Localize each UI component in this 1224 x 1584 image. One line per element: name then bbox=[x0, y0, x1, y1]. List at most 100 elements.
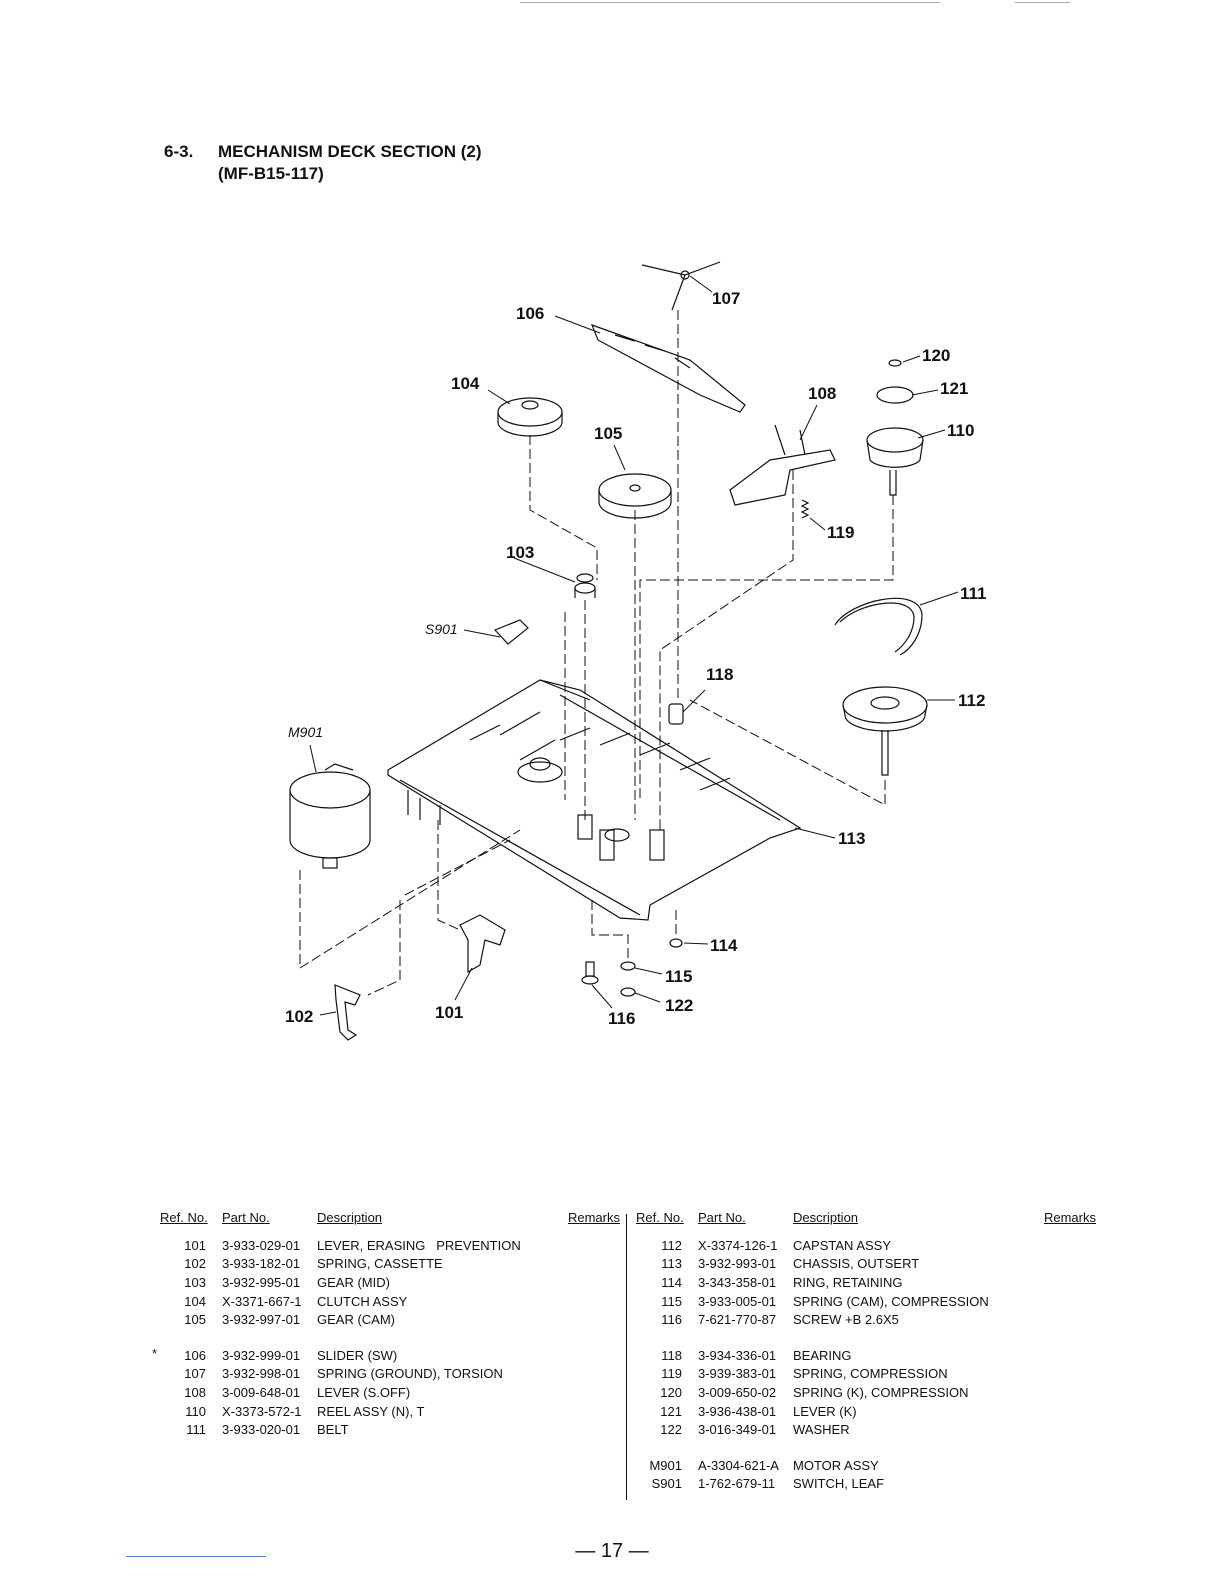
ref-value: 101 bbox=[184, 1237, 206, 1253]
gear-mid-103 bbox=[574, 573, 596, 598]
ref-value: 121 bbox=[660, 1403, 682, 1419]
section-number: 6-3. bbox=[164, 142, 194, 161]
ref-no: 107 bbox=[160, 1366, 222, 1381]
page-number: — 17 — bbox=[575, 1540, 649, 1562]
callout-122: 122 bbox=[665, 996, 693, 1015]
callout-116: 116 bbox=[608, 1009, 635, 1028]
callout-103: 103 bbox=[506, 543, 534, 562]
part-no: 3-932-995-01 bbox=[222, 1274, 301, 1290]
section-heading: 6-3.MECHANISM DECK SECTION (2) (MF-B15-1… bbox=[164, 141, 482, 185]
part-no: X-3374-126-1 bbox=[698, 1237, 778, 1253]
switch-s901 bbox=[493, 619, 529, 645]
callout-112: 112 bbox=[958, 691, 985, 710]
table-header: Ref. No. Part No. Description Remarks bbox=[636, 1210, 1096, 1236]
chassis-outsert bbox=[387, 679, 802, 921]
part-no: 3-016-349-01 bbox=[698, 1422, 777, 1438]
callout-105: 105 bbox=[594, 424, 622, 443]
callout-121: 121 bbox=[940, 379, 968, 398]
ref-value: 107 bbox=[184, 1366, 206, 1382]
part-no: 3-009-648-01 bbox=[222, 1384, 301, 1400]
part-no: 3-932-999-01 bbox=[222, 1347, 301, 1363]
description: SPRING, CASSETTE bbox=[317, 1256, 443, 1272]
ref-no: 111 bbox=[160, 1422, 222, 1437]
callout-120: 120 bbox=[922, 346, 950, 365]
ref-value: 104 bbox=[184, 1293, 206, 1309]
ref-no: M901 bbox=[636, 1458, 698, 1473]
callout-115: 115 bbox=[665, 967, 692, 986]
ref-value: 119 bbox=[661, 1366, 682, 1382]
reel-assy-110 bbox=[866, 359, 924, 496]
description: LEVER (S.OFF) bbox=[317, 1384, 411, 1400]
description: BELT bbox=[317, 1422, 349, 1438]
left-group-1: 101 3-933-029-01 LEVER, ERASING PREVENTION… bbox=[160, 1236, 620, 1329]
description: CHASSIS, OUTSERT bbox=[793, 1256, 920, 1272]
description: BEARING bbox=[793, 1347, 852, 1363]
ref-value: 105 bbox=[184, 1312, 206, 1328]
table-row: 101 3-933-029-01 LEVER, ERASING PREVENTION bbox=[160, 1236, 620, 1255]
ref-value: 106 bbox=[184, 1347, 206, 1363]
description: LEVER, ERASING PREVENTION bbox=[317, 1237, 521, 1253]
ref-value: M901 bbox=[649, 1457, 682, 1473]
description: GEAR (MID) bbox=[317, 1274, 390, 1290]
callout-106: 106 bbox=[516, 304, 544, 323]
callout-108: 108 bbox=[808, 384, 836, 403]
description: CLUTCH ASSY bbox=[317, 1293, 408, 1309]
description: SWITCH, LEAF bbox=[793, 1476, 885, 1492]
description: RING, RETAINING bbox=[793, 1274, 903, 1290]
part-no: 7-621-770-87 bbox=[698, 1312, 777, 1328]
bearing-118 bbox=[668, 703, 684, 725]
lever-101 bbox=[459, 914, 506, 974]
callout-114: 114 bbox=[710, 936, 738, 955]
callout-119: 119 bbox=[827, 523, 854, 542]
header-ref: Ref. No. bbox=[160, 1210, 208, 1225]
header-remarks: Remarks bbox=[1043, 1210, 1096, 1225]
ref-no: 118 bbox=[636, 1348, 698, 1363]
header-desc: Description bbox=[793, 1210, 859, 1225]
ref-no: *106 bbox=[152, 1346, 222, 1363]
header-desc: Description bbox=[317, 1210, 383, 1225]
header-part: Part No. bbox=[222, 1210, 270, 1225]
belt-111 bbox=[834, 597, 923, 656]
ref-no: 115 bbox=[636, 1294, 698, 1309]
part-no: A-3304-621-A bbox=[698, 1457, 779, 1473]
part-no: 3-933-029-01 bbox=[222, 1237, 301, 1253]
description: SPRING (CAM), COMPRESSION bbox=[793, 1293, 989, 1309]
parts-table-right: Ref. No. Part No. Description Remarks 11… bbox=[636, 1210, 1096, 1493]
header-remarks: Remarks bbox=[567, 1210, 620, 1225]
spring-107 bbox=[641, 261, 721, 311]
ref-no: 120 bbox=[636, 1385, 698, 1400]
part-no: 3-933-182-01 bbox=[222, 1256, 301, 1272]
ref-value: 120 bbox=[660, 1384, 682, 1400]
ref-value: 111 bbox=[186, 1422, 206, 1438]
exploded-view-diagram: 106 107 104 105 108 120 121 110 119 103 … bbox=[285, 261, 987, 1041]
header-part: Part No. bbox=[698, 1210, 746, 1225]
ref-no: 119 bbox=[636, 1366, 698, 1381]
ref-no: 121 bbox=[636, 1404, 698, 1419]
header-ref: Ref. No. bbox=[636, 1210, 684, 1225]
part-no: X-3373-572-1 bbox=[222, 1403, 302, 1419]
ref-no: 113 bbox=[636, 1256, 698, 1271]
part-no: 3-932-993-01 bbox=[698, 1256, 777, 1272]
table-divider bbox=[626, 1214, 627, 1500]
ref-value: S901 bbox=[651, 1476, 682, 1492]
description: SLIDER (SW) bbox=[317, 1347, 398, 1363]
description: WASHER bbox=[793, 1422, 850, 1438]
callout-107: 107 bbox=[712, 289, 740, 308]
small-parts bbox=[581, 938, 683, 997]
ref-no: 102 bbox=[160, 1256, 222, 1271]
part-no: 3-933-005-01 bbox=[698, 1293, 777, 1309]
description: CAPSTAN ASSY bbox=[793, 1237, 892, 1253]
callout-113: 113 bbox=[838, 829, 865, 848]
